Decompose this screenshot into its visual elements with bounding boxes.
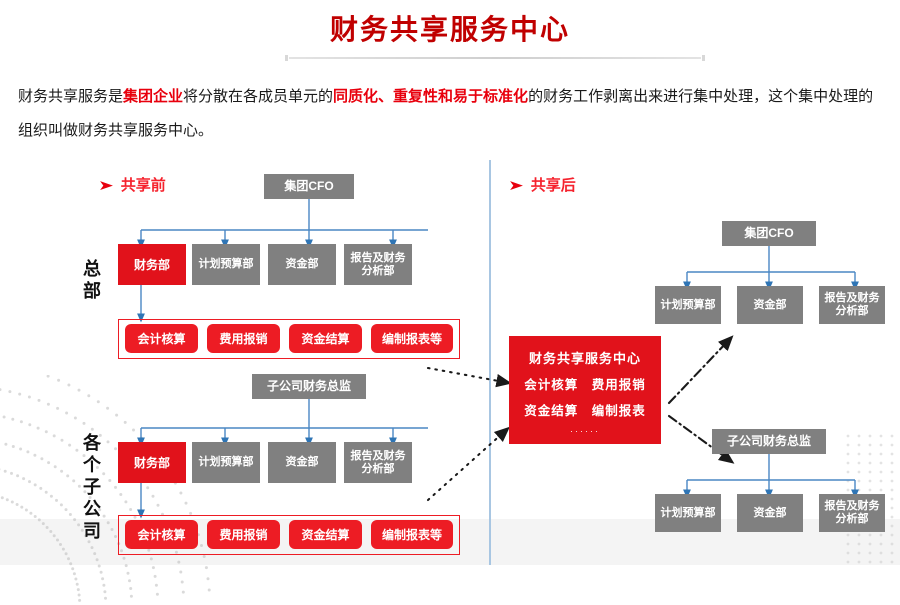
divider-cap-left [285,55,288,61]
left-hq-top-box[interactable]: 集团CFO [264,174,354,199]
diagram-stage: ➤ 共享前 总部 各个子公司 集团CFO 财务部 计划预算部 资金部 报告及财务分… [0,160,900,565]
left-hq-func-expense[interactable]: 费用报销 [207,324,280,353]
title-divider [283,55,707,60]
hub-settlement: 资金结算 [524,404,578,418]
left-sub-dept-reporting[interactable]: 报告及财务分析部 [344,442,412,483]
left-sub-top-box[interactable]: 子公司财务总监 [252,374,366,399]
hub-expense: 费用报销 [592,378,646,392]
right-hq-dept-treasury[interactable]: 资金部 [737,286,803,324]
left-hq-func-settlement[interactable]: 资金结算 [289,324,362,353]
intro-highlight-1: 集团企业 [123,88,183,105]
intro-text-1: 财务共享服务是 [18,88,123,105]
hub-accounting: 会计核算 [524,378,578,392]
hub-title: 财务共享服务中心 [529,348,641,367]
divider-cap-right [702,55,705,61]
left-sub-func-settlement[interactable]: 资金结算 [289,520,362,549]
triangle-right-icon: ➤ [508,177,524,194]
right-sub-dept-reporting[interactable]: 报告及财务分析部 [819,494,885,532]
left-hq-dept-finance[interactable]: 财务部 [118,244,186,285]
side-label-subsidiaries: 各个子公司 [80,432,104,542]
left-sub-dept-budget[interactable]: 计划预算部 [192,442,260,483]
hub-line-3: 资金结算 编制报表 [524,400,645,419]
left-sub-dept-finance[interactable]: 财务部 [118,442,186,483]
left-sub-func-reports[interactable]: 编制报表等 [371,520,453,549]
intro-paragraph: 财务共享服务是集团企业将分散在各成员单元的同质化、重复性和易于标准化的财务工作剥… [18,80,884,148]
right-hq-dept-reporting[interactable]: 报告及财务分析部 [819,286,885,324]
left-sub-dept-treasury[interactable]: 资金部 [268,442,336,483]
left-sub-func-accounting[interactable]: 会计核算 [125,520,198,549]
intro-text-2: 将分散在各成员单元的 [183,88,333,105]
hub-reports: 编制报表 [592,404,646,418]
intro-highlight-2: 同质化、重复性和易于标准化 [333,88,528,105]
left-panel-heading: ➤ 共享前 [100,174,166,195]
left-hq-dept-treasury[interactable]: 资金部 [268,244,336,285]
left-hq-func-reports[interactable]: 编制报表等 [371,324,453,353]
left-sub-func-expense[interactable]: 费用报销 [207,520,280,549]
right-sub-dept-treasury[interactable]: 资金部 [737,494,803,532]
shared-service-center-hub[interactable]: 财务共享服务中心 会计核算 费用报销 资金结算 编制报表 ······ [509,336,661,444]
side-label-headquarters: 总部 [80,258,104,302]
hub-line-2: 会计核算 费用报销 [524,374,645,393]
left-hq-dept-budget[interactable]: 计划预算部 [192,244,260,285]
left-hq-dept-reporting[interactable]: 报告及财务分析部 [344,244,412,285]
right-hq-top-box[interactable]: 集团CFO [722,221,816,246]
page-title: 财务共享服务中心 [0,8,900,48]
left-heading-label: 共享前 [121,177,166,194]
right-sub-top-box[interactable]: 子公司财务总监 [712,429,826,454]
divider-bar [289,57,701,59]
right-hq-dept-budget[interactable]: 计划预算部 [655,286,721,324]
right-panel-heading: ➤ 共享后 [510,174,576,195]
hub-ellipsis: ······ [570,426,600,436]
triangle-right-icon: ➤ [98,177,114,194]
left-hq-func-accounting[interactable]: 会计核算 [125,324,198,353]
right-heading-label: 共享后 [531,177,576,194]
right-sub-dept-budget[interactable]: 计划预算部 [655,494,721,532]
